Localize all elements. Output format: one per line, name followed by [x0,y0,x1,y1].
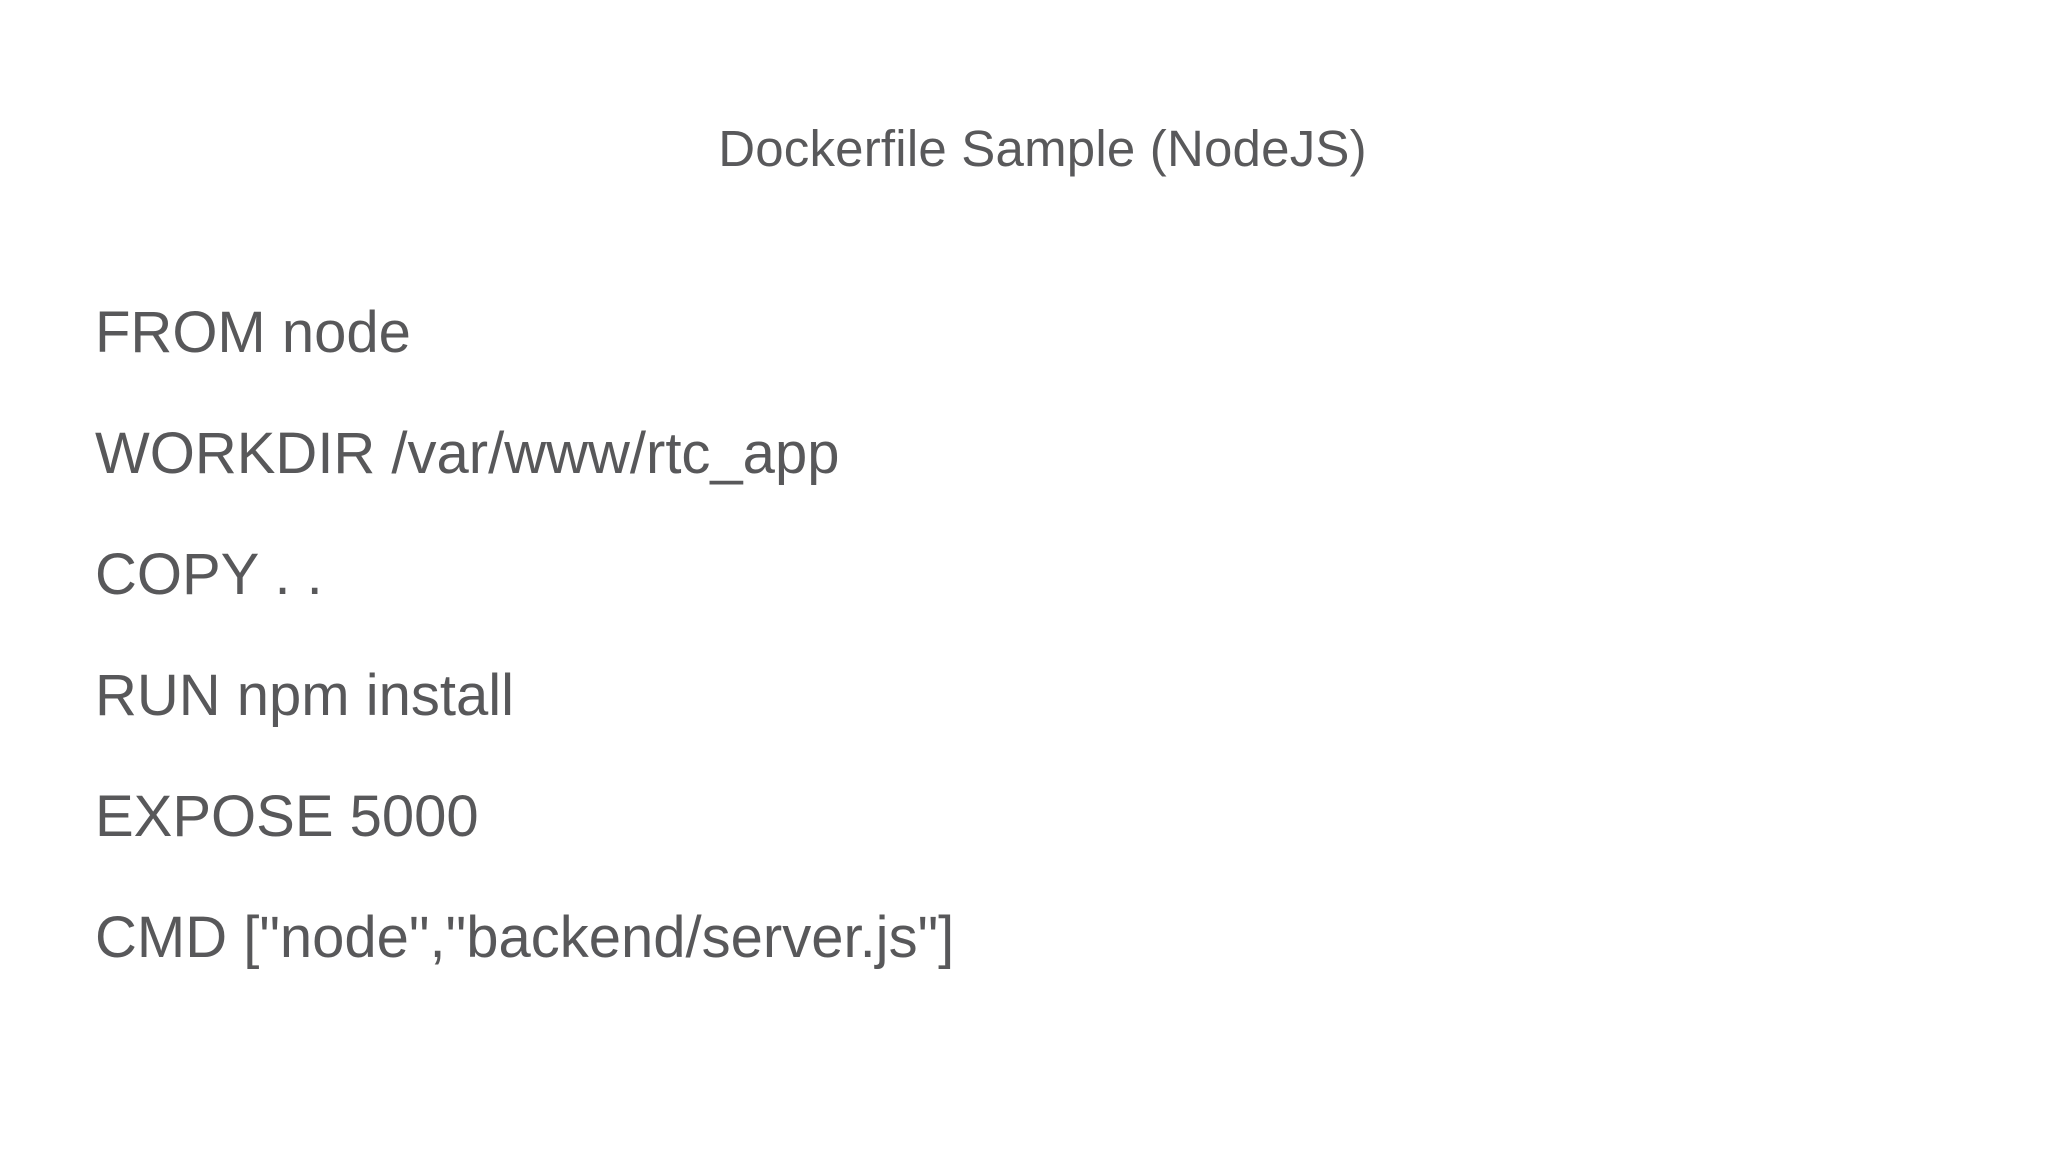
dockerfile-line-expose: EXPOSE 5000 [95,784,479,849]
dockerfile-line-workdir: WORKDIR /var/www/rtc_app [95,421,840,486]
page-title: Dockerfile Sample (NodeJS) [718,120,1367,177]
dockerfile-line-run: RUN npm install [95,663,514,728]
dockerfile-line-copy: COPY . . [95,542,323,607]
dockerfile-line-cmd: CMD ["node","backend/server.js"] [95,905,955,970]
dockerfile-line-from: FROM node [95,300,411,365]
dockerfile-code-block: FROM node WORKDIR /var/www/rtc_app COPY … [95,272,1895,998]
